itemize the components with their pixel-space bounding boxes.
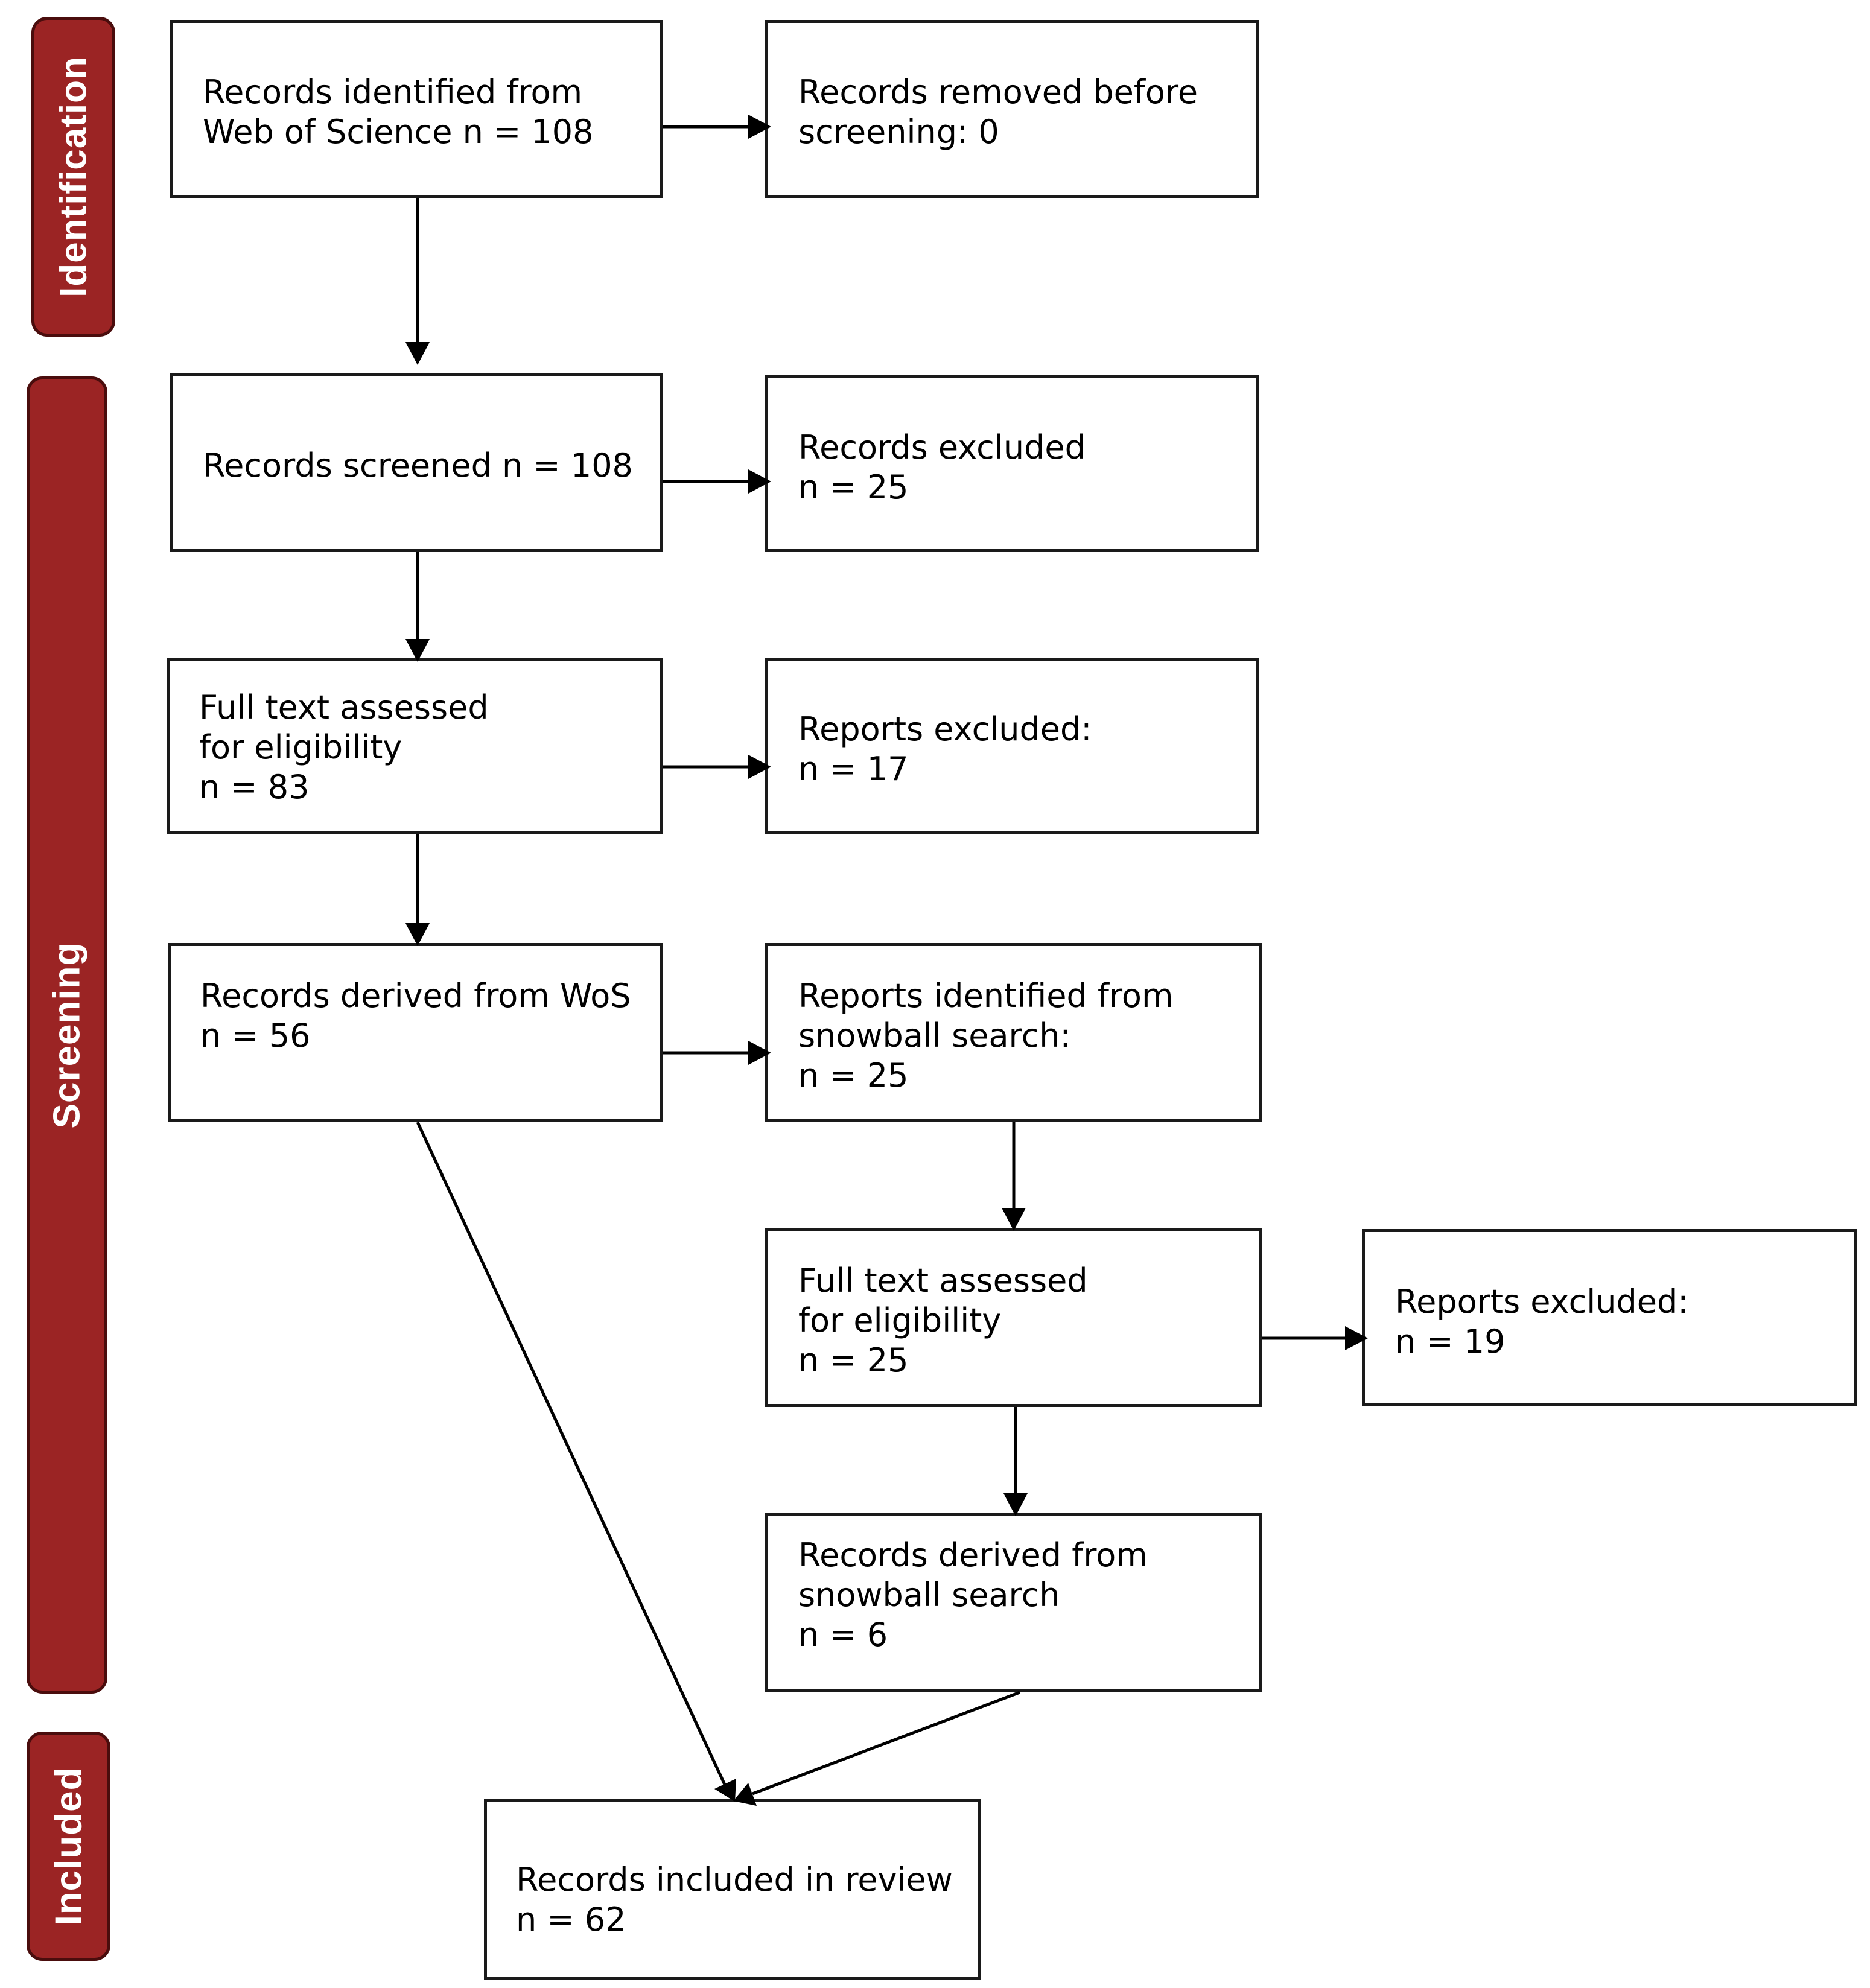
arrowhead-included-left bbox=[714, 1779, 736, 1802]
reports-excluded-1-line-2: n = 17 bbox=[798, 750, 909, 788]
derived-wos-line-1: Records derived from WoS bbox=[200, 977, 631, 1015]
derived-snowball-line-1: Records derived from bbox=[798, 1536, 1148, 1574]
reports-excluded-2-line-2: n = 19 bbox=[1395, 1323, 1506, 1361]
full-text-2-line-3: n = 25 bbox=[798, 1341, 909, 1379]
derived-snowball-line-3: n = 6 bbox=[798, 1616, 888, 1654]
reports-excluded-1-line-1: Reports excluded: bbox=[798, 710, 1092, 748]
box-reports-excluded-2: Reports excluded: n = 19 bbox=[1362, 1229, 1857, 1406]
arrowhead-snowball-identified bbox=[748, 1041, 771, 1065]
records-removed-line-1: Records removed before bbox=[798, 73, 1198, 111]
arrowhead-included-right bbox=[733, 1783, 757, 1806]
arrowhead-derived-snowball bbox=[1003, 1493, 1028, 1516]
arrowhead-derived-wos bbox=[405, 923, 430, 946]
phase-identification: Identification bbox=[31, 17, 115, 337]
records-excluded-line-2: n = 25 bbox=[798, 468, 909, 506]
records-included-line-1: Records included in review bbox=[516, 1861, 953, 1899]
phase-screening: Screening bbox=[27, 376, 107, 1694]
arrow-derived-wos-to-included bbox=[416, 1121, 727, 1787]
full-text-2-line-2: for eligibility bbox=[798, 1301, 1002, 1339]
box-snowball-identified: Reports identified from snowball search:… bbox=[765, 943, 1262, 1122]
full-text-1-line-2: for eligibility bbox=[199, 728, 402, 766]
reports-excluded-2-line-1: Reports excluded: bbox=[1395, 1283, 1689, 1321]
box-records-removed: Records removed before screening: 0 bbox=[765, 20, 1259, 198]
records-identified-line-1: Records identified from bbox=[203, 73, 583, 111]
derived-wos-line-2: n = 56 bbox=[200, 1017, 311, 1055]
snowball-identified-line-3: n = 25 bbox=[798, 1056, 909, 1094]
snowball-identified-line-2: snowball search: bbox=[798, 1017, 1071, 1055]
arrowhead-fulltext1 bbox=[405, 639, 430, 662]
box-records-derived-wos: Records derived from WoS n = 56 bbox=[168, 943, 663, 1122]
phase-included: Included bbox=[27, 1732, 110, 1961]
arrow-derived-snowball-to-included bbox=[752, 1691, 1020, 1796]
arrowhead-reports-excluded1 bbox=[748, 755, 771, 779]
box-records-excluded: Records excluded n = 25 bbox=[765, 375, 1259, 552]
arrowhead-removed bbox=[748, 115, 771, 139]
full-text-1-line-1: Full text assessed bbox=[199, 688, 489, 726]
box-records-derived-snowball: Records derived from snowball search n =… bbox=[765, 1513, 1262, 1692]
box-records-included: Records included in review n = 62 bbox=[484, 1799, 981, 1980]
box-records-screened: Records screened n = 108 bbox=[170, 373, 663, 552]
box-full-text-assessed-1: Full text assessed for eligibility n = 8… bbox=[167, 658, 663, 834]
arrowhead-fulltext2 bbox=[1002, 1208, 1026, 1231]
records-included-line-2: n = 62 bbox=[516, 1901, 626, 1939]
full-text-2-line-1: Full text assessed bbox=[798, 1262, 1088, 1300]
arrowhead-screened bbox=[405, 342, 430, 365]
records-removed-line-2: screening: 0 bbox=[798, 113, 999, 151]
box-records-identified: Records identified from Web of Science n… bbox=[170, 20, 663, 198]
derived-snowball-line-2: snowball search bbox=[798, 1576, 1060, 1614]
snowball-identified-line-1: Reports identified from bbox=[798, 977, 1174, 1015]
records-identified-line-2: Web of Science n = 108 bbox=[203, 113, 594, 151]
arrowhead-excluded bbox=[748, 469, 771, 494]
full-text-1-line-3: n = 83 bbox=[199, 768, 310, 806]
box-full-text-assessed-2: Full text assessed for eligibility n = 2… bbox=[765, 1228, 1262, 1407]
arrowhead-reports-excluded2 bbox=[1345, 1326, 1368, 1350]
records-screened-line-1: Records screened n = 108 bbox=[203, 446, 633, 484]
records-excluded-line-1: Records excluded bbox=[798, 428, 1086, 466]
box-reports-excluded-1: Reports excluded: n = 17 bbox=[765, 658, 1259, 834]
